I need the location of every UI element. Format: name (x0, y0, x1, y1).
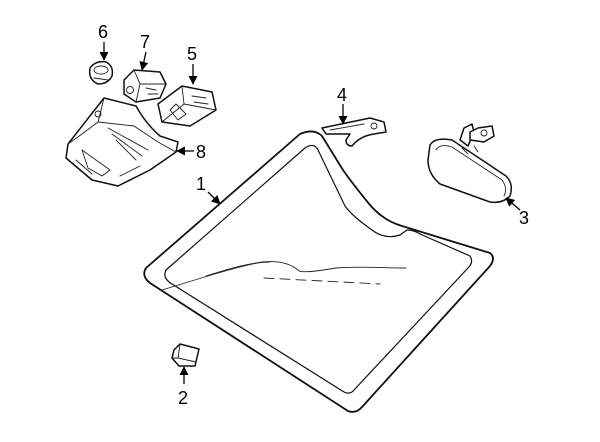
callout-7: 7 (140, 32, 150, 52)
overhead-housing (65, 97, 179, 187)
callout-1: 1 (196, 174, 206, 194)
bracket-clip (171, 343, 200, 367)
callout-3: 3 (519, 208, 529, 228)
leader-3 (505, 197, 521, 211)
callout-4: 4 (337, 85, 347, 105)
rearview-mirror (427, 123, 513, 204)
windshield-glass (143, 130, 494, 413)
sensor-module (157, 85, 217, 127)
callout-labels: 1 2 3 4 5 6 7 8 (98, 22, 529, 408)
camera-unit (123, 69, 167, 103)
callout-5: 5 (187, 44, 197, 64)
sensor-cap (88, 60, 114, 85)
callout-8: 8 (196, 142, 206, 162)
callout-6: 6 (98, 22, 108, 42)
leader-7 (139, 51, 149, 71)
leader-1 (207, 191, 221, 205)
mirror-mount-bracket (321, 117, 387, 147)
leader-lines (99, 42, 521, 384)
callout-2: 2 (178, 388, 188, 408)
